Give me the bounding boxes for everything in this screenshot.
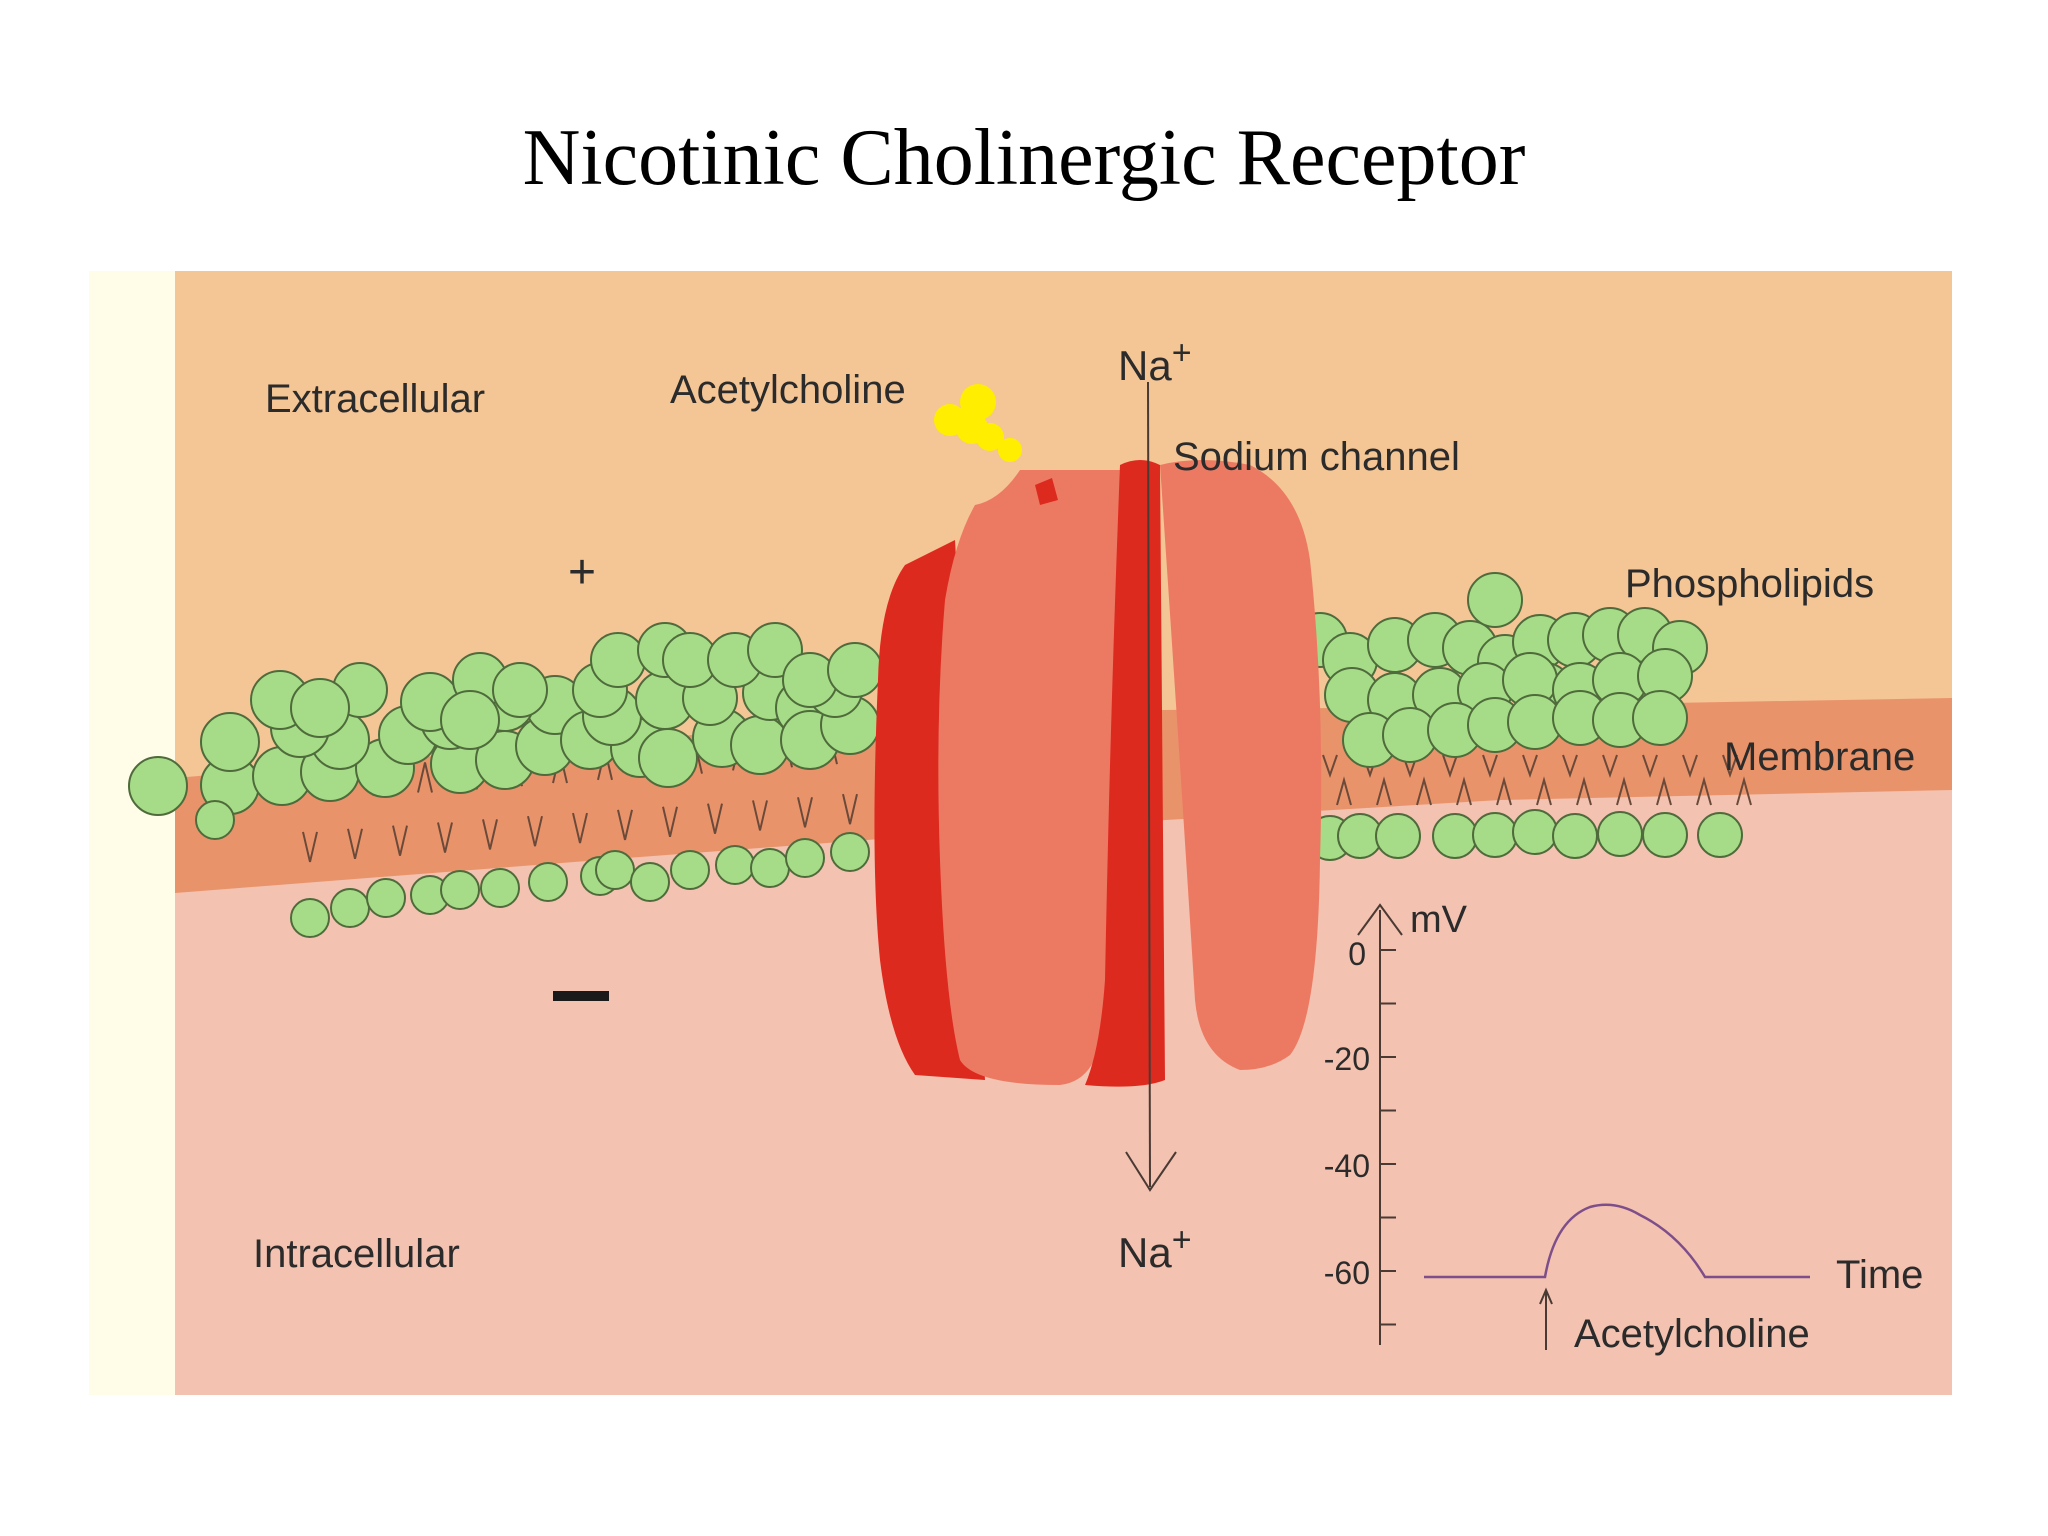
graph-y-unit: mV [1410, 899, 1468, 941]
phospholipid-head [638, 728, 698, 788]
phospholipid-head [595, 850, 635, 890]
phospholipids-label: Phospholipids [1625, 562, 1874, 606]
lipid-tail [617, 809, 633, 841]
lipid-tail [1456, 776, 1472, 806]
lipid-tail [572, 812, 588, 844]
lipid-tail [417, 762, 433, 793]
sodium-flow-arrow [1125, 381, 1177, 1192]
phospholipid-head [366, 878, 406, 918]
lipid-tail [707, 803, 723, 834]
phospholipid-head [1375, 813, 1421, 859]
lipid-tail [482, 819, 498, 850]
phospholipid-head [1632, 690, 1688, 746]
lipid-tail [797, 797, 813, 828]
sodium-channel [874, 460, 1322, 1087]
page-title: Nicotinic Cholinergic Receptor [522, 114, 1526, 202]
phospholipid-head [480, 868, 520, 908]
graph-tick-0: 0 [1348, 936, 1366, 972]
phospholipid-head [630, 862, 670, 902]
phospholipid-heads [128, 572, 1743, 938]
lipid-tail [1442, 754, 1458, 779]
membrane-potential-trace [1424, 1203, 1810, 1279]
lipid-tail [842, 793, 858, 825]
phospholipid-head [1467, 572, 1523, 628]
lipid-tail [1722, 754, 1738, 779]
extracellular-label: Extracellular [265, 377, 485, 421]
negative-charge-sign [553, 991, 609, 1001]
graph-tick-minus60: -60 [1324, 1255, 1370, 1291]
lipid-tail [1642, 754, 1658, 779]
lipid-tail [1416, 776, 1432, 806]
lipid-tail [1482, 754, 1498, 779]
graph-tick-minus40: -40 [1324, 1148, 1370, 1184]
lipid-tail [1736, 776, 1752, 806]
sodium-ion-label-bottom: Na+ [1118, 1221, 1192, 1276]
lipid-tail [1576, 776, 1592, 806]
phospholipid-head [1642, 812, 1688, 858]
graph-acetylcholine-label: Acetylcholine [1574, 1312, 1810, 1356]
phospholipid-head [1472, 812, 1518, 858]
phospholipid-head [330, 888, 370, 928]
graph-time-label: Time [1836, 1253, 1923, 1297]
channel-right-lobe [1160, 460, 1322, 1070]
phospholipid-head [440, 690, 500, 750]
acetylcholine-label-top: Acetylcholine [670, 368, 906, 412]
left-margin-strip [89, 271, 175, 1395]
lipid-tail [1522, 754, 1538, 779]
channel-center-dark [1085, 460, 1165, 1087]
phospholipid-head [715, 845, 755, 885]
acetylcholine-marker-arrow [1539, 1287, 1553, 1350]
lipid-tail [527, 815, 543, 847]
lipid-tail [662, 806, 678, 837]
lipid-tail [1616, 776, 1632, 806]
phospholipid-head [290, 898, 330, 938]
phospholipid-head [128, 756, 188, 816]
binding-site [1035, 478, 1058, 505]
membrane-label: Membrane [1724, 735, 1915, 779]
phospholipid-head [492, 662, 548, 718]
lipid-tail [1696, 776, 1712, 806]
phospholipid-head [590, 632, 646, 688]
lipid-tail [347, 828, 363, 860]
lipid-tail [1656, 776, 1672, 806]
phospholipid-head [290, 678, 350, 738]
sodium-channel-label: Sodium channel [1173, 435, 1460, 479]
lipid-tail [302, 831, 318, 863]
graph-y-axis-arrow [1357, 903, 1403, 936]
positive-charge-sign: + [568, 546, 596, 599]
graph-tick-marks [1380, 949, 1396, 1326]
phospholipid-head [1432, 813, 1478, 859]
phospholipid-head [195, 800, 235, 840]
intracellular-label: Intracellular [253, 1232, 460, 1276]
lipid-tail [1336, 776, 1352, 806]
phospholipid-head [1512, 809, 1558, 855]
lipid-tail [752, 800, 768, 831]
phospholipid-head [528, 862, 568, 902]
phospholipid-head [200, 712, 260, 772]
sodium-ion-label-top: Na+ [1118, 334, 1192, 389]
lipid-tail [437, 822, 453, 853]
phospholipid-head [750, 848, 790, 888]
lipid-tail [1562, 754, 1578, 779]
channel-left-lobe [938, 470, 1120, 1085]
graph-tick-minus20: -20 [1324, 1041, 1370, 1077]
lipid-tail [1322, 754, 1338, 779]
phospholipid-head [440, 870, 480, 910]
lipid-tail [1376, 776, 1392, 806]
membrane-potential-graph: mV 0 -20 -40 -60 Time Acetylcholine [1324, 899, 1924, 1356]
lipid-tail [392, 825, 408, 856]
lipid-tail [1536, 776, 1552, 806]
phospholipid-head [1597, 811, 1643, 857]
acetylcholine-molecule [934, 384, 1022, 462]
phospholipid-head [1697, 812, 1743, 858]
phospholipid-head [827, 642, 883, 698]
lipid-tail [1602, 754, 1618, 779]
phospholipid-head [1552, 813, 1598, 859]
phospholipid-head [670, 850, 710, 890]
phospholipid-head [785, 838, 825, 878]
lipid-tail [1682, 754, 1698, 779]
lipid-tail [1496, 776, 1512, 806]
phospholipid-head [830, 832, 870, 872]
